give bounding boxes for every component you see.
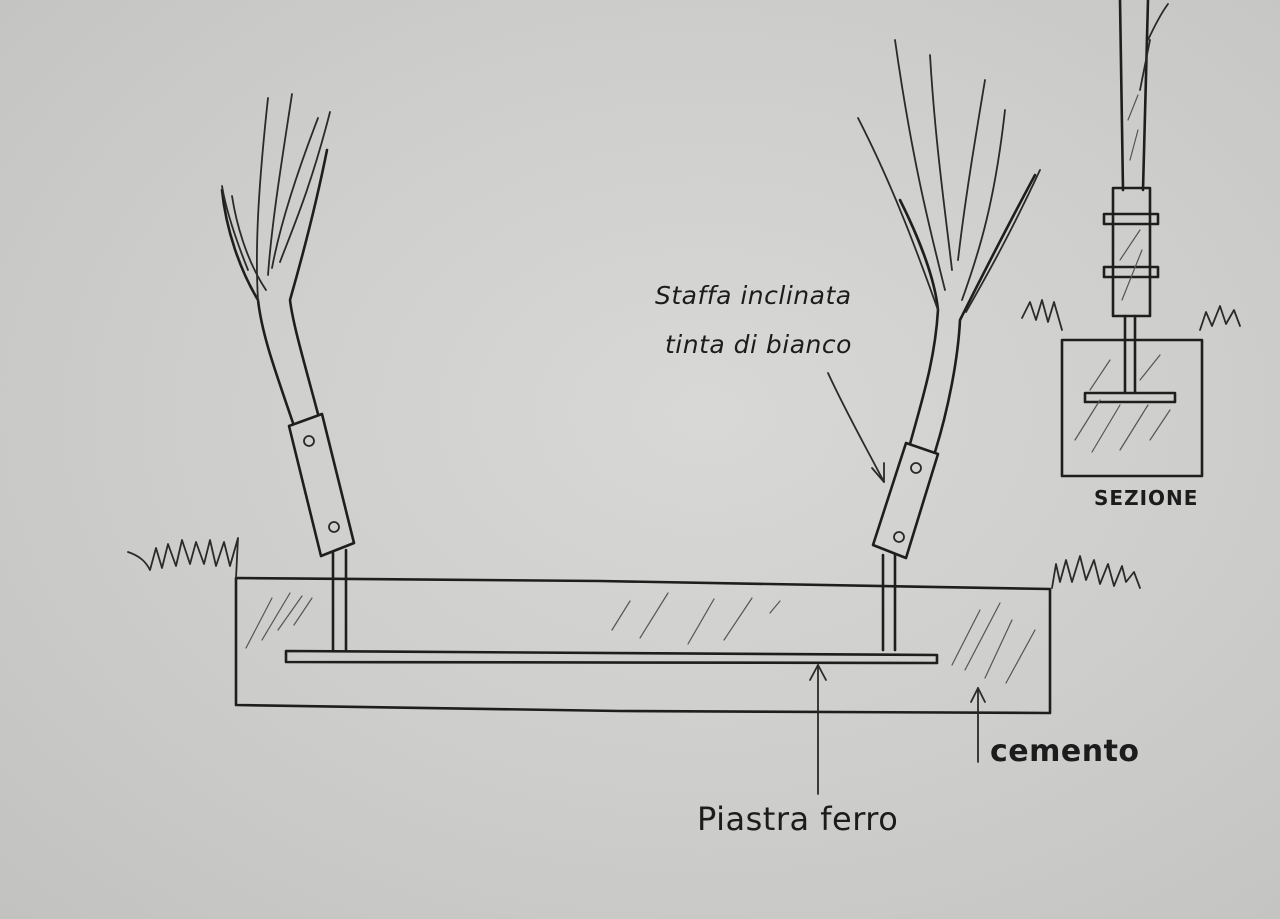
- section-view: [1021, 0, 1241, 478]
- plate-arrow: [809, 664, 827, 795]
- grass-left: [127, 537, 239, 579]
- section-label: SEZIONE: [1094, 486, 1199, 510]
- grass-right: [1051, 555, 1141, 589]
- cement-arrow: [970, 687, 986, 763]
- concrete-block: [234, 576, 1052, 715]
- bracket-arrow: [827, 372, 885, 483]
- left-tree: [220, 93, 356, 653]
- right-tree: [857, 39, 1041, 652]
- bracket-label-line2: tinta di bianco: [665, 330, 852, 359]
- cement-label: cemento: [990, 734, 1140, 769]
- bracket-label-line1: Staffa inclinata: [655, 281, 852, 310]
- iron-plate-label: Piastra ferro: [697, 800, 899, 838]
- iron-plate: [284, 649, 939, 665]
